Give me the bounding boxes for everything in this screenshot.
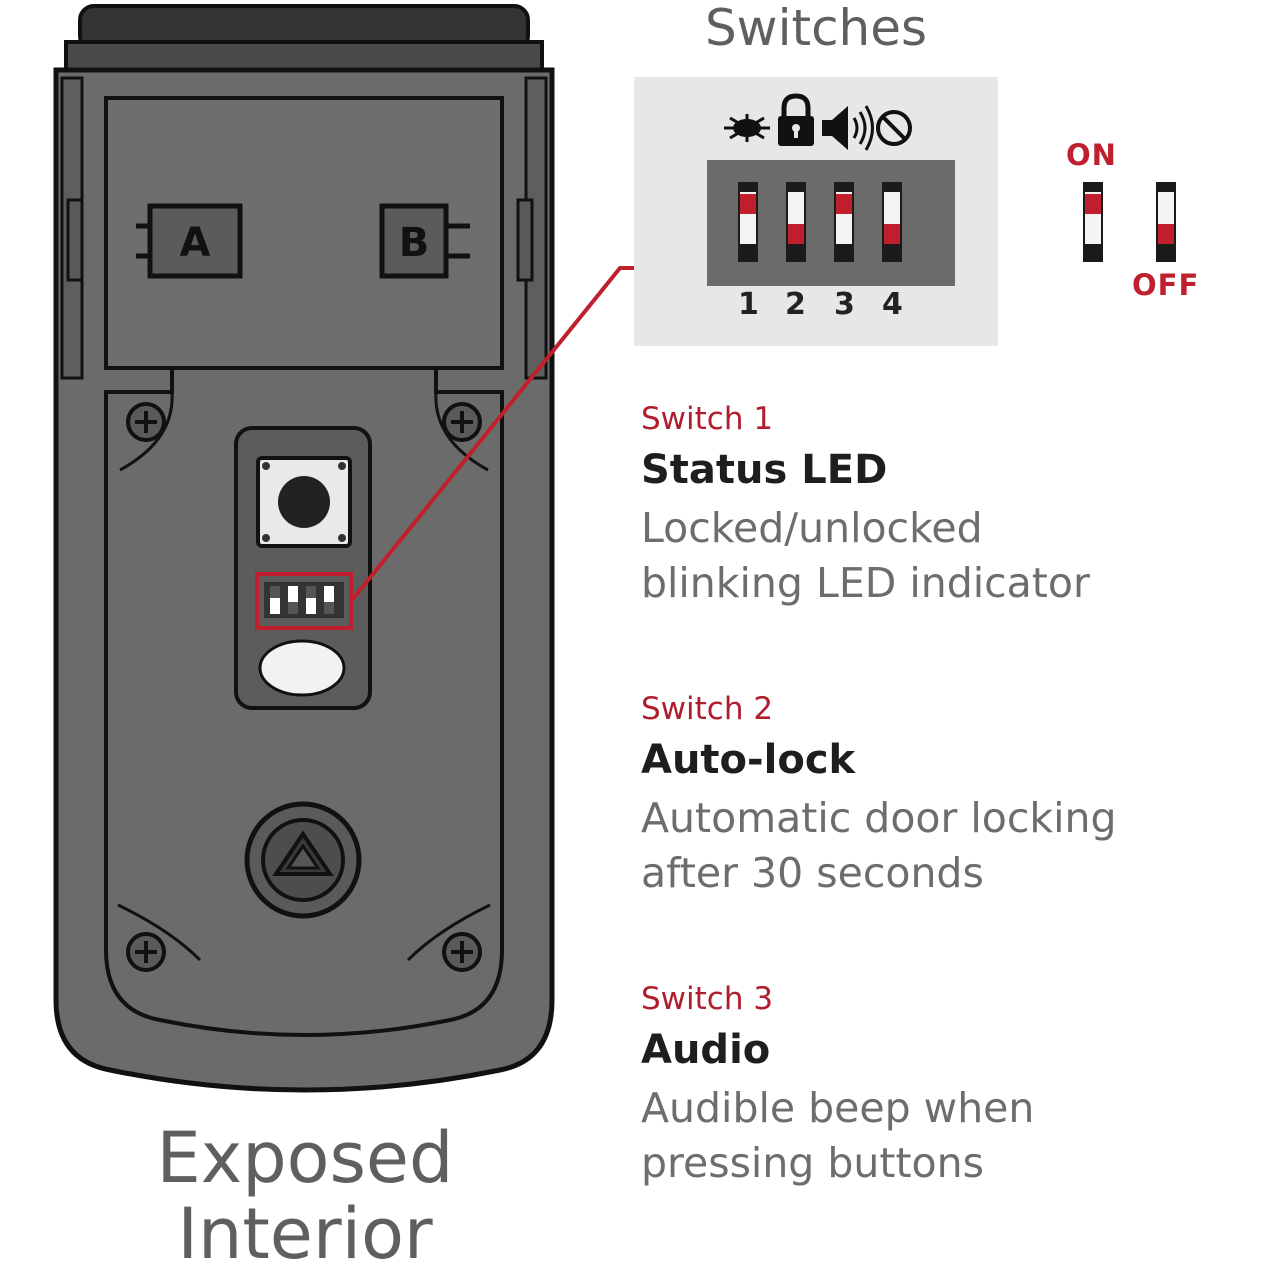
switch-2-name: Auto-lock — [641, 737, 856, 783]
caption-line-1: Exposed — [156, 1117, 454, 1199]
screw-top-left — [126, 402, 166, 442]
switch-1 — [738, 182, 758, 262]
prohibited-icon — [876, 110, 912, 146]
switches-title: Switches — [704, 0, 928, 57]
switch-2-description: Switch 2 Auto-lock Automatic door lockin… — [641, 691, 1241, 901]
switch-1-label: Switch 1 — [641, 401, 774, 437]
button-a-label: A — [180, 220, 211, 266]
screw-bottom-right — [442, 932, 482, 972]
dip-switch-highlight — [255, 572, 353, 630]
switch-3-label: Switch 3 — [641, 981, 774, 1017]
switch-number-3: 3 — [834, 287, 855, 322]
switches-panel-graphic — [707, 93, 1176, 286]
program-button-cap — [278, 476, 330, 528]
switch-number-1: 1 — [738, 287, 759, 322]
switch-3-name: Audio — [641, 1027, 771, 1073]
switch-number-4: 4 — [882, 287, 903, 322]
legend-off-switch — [1156, 182, 1176, 262]
switch-1-text: Locked/unlocked blinking LED indicator — [641, 504, 1090, 607]
button-b-housing — [379, 203, 470, 279]
speaker-icon — [822, 105, 874, 151]
switch-number-2: 2 — [785, 287, 806, 322]
status-led-window — [258, 639, 346, 697]
thumbturn-icon — [244, 801, 362, 919]
screw-top-right — [442, 402, 482, 442]
switch-1-name: Status LED — [641, 447, 888, 493]
lock-icon — [778, 93, 814, 146]
led-burst-icon — [724, 114, 770, 142]
switch-2-text: Automatic door locking after 30 seconds — [641, 794, 1117, 897]
button-b-label: B — [399, 220, 430, 266]
switch-4 — [882, 182, 902, 262]
switch-1-description: Switch 1 Status LED Locked/unlocked blin… — [641, 401, 1241, 611]
screw-bottom-left — [126, 932, 166, 972]
switch-3 — [834, 182, 854, 262]
switch-2 — [786, 182, 806, 262]
mini-dip-switch — [264, 582, 344, 618]
button-a-housing — [136, 203, 243, 279]
legend-on-label: ON — [1066, 138, 1117, 172]
switch-2-label: Switch 2 — [641, 691, 774, 727]
switch-3-text: Audible beep when pressing buttons — [641, 1084, 1035, 1187]
legend-off-label: OFF — [1132, 268, 1200, 302]
legend-on-switch — [1083, 182, 1103, 262]
caption-line-2: Interior — [177, 1193, 433, 1275]
switch-3-description: Switch 3 Audio Audible beep when pressin… — [641, 981, 1241, 1191]
